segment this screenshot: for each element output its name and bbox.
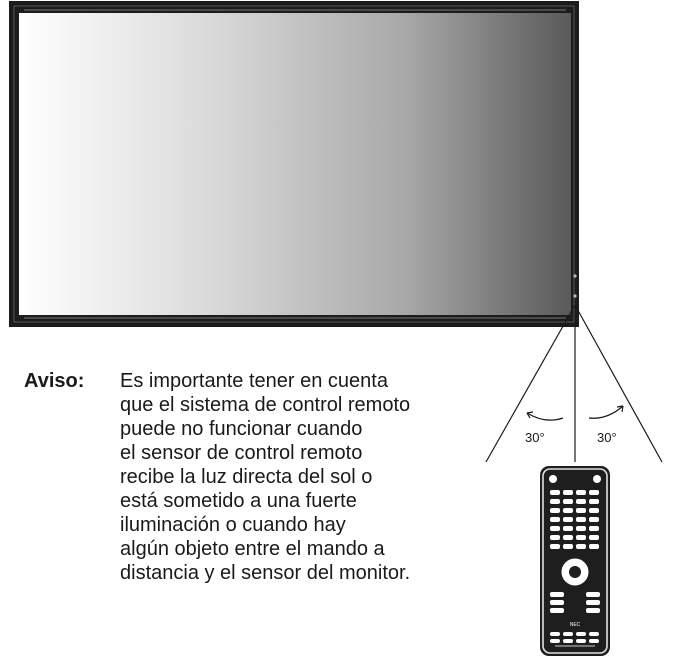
remote-key [589,490,599,495]
remote-standby-button [593,475,601,483]
remote-key [550,490,560,495]
notice-line-6: está sometido a una fuerte [120,490,357,512]
arrowhead-right [616,405,624,413]
remote-key [550,499,560,504]
remote-key [563,632,573,636]
remote-key [589,508,599,513]
remote-key [563,508,573,513]
angle-label-right: 30° [597,430,617,445]
remote-sensor-dot [573,274,577,278]
remote-key [550,526,560,531]
remote-power-button [549,475,557,483]
power-indicator-dot [573,294,577,298]
notice-line-3: puede no funcionar cuando [120,418,363,440]
remote-key [563,499,573,504]
remote-key [576,517,586,522]
remote-key [576,544,586,549]
remote-control: NEC [540,466,610,656]
remote-key [589,499,599,504]
notice-line-8: algún objeto entre el mando a [120,538,385,560]
notice-line-1: Es importante tener en cuenta [120,370,388,392]
angle-label-left: 30° [525,430,545,445]
angle-arc-right [588,405,624,419]
remote-key [550,508,560,513]
remote-key [563,517,573,522]
remote-key [589,544,599,549]
remote-key [576,526,586,531]
remote-key [576,639,586,643]
remote-key [576,535,586,540]
remote-key [563,535,573,540]
remote-key [589,535,599,540]
remote-key [576,632,586,636]
reception-range [485,304,663,463]
remote-brand-logo: NEC [570,622,581,628]
remote-key [586,592,600,597]
monitor-screen [19,13,571,315]
arrowhead-left [526,411,534,419]
remote-key [550,639,560,643]
notice-line-4: el sensor de control remoto [120,442,363,464]
remote-key [589,517,599,522]
range-line-left [485,304,576,463]
remote-key [550,592,564,597]
notice-line-5: recibe la luz directa del sol o [120,466,373,488]
remote-key [586,608,600,613]
monitor-bezel-inner [13,5,575,323]
remote-keypad [550,490,600,643]
remote-face [542,468,608,654]
remote-key [576,490,586,495]
remote-key [563,526,573,531]
remote-key [563,544,573,549]
remote-key [576,508,586,513]
range-line-right [574,304,663,463]
remote-dpad-center [569,566,581,578]
remote-key [550,608,564,613]
notice-label: Aviso: [24,370,85,392]
remote-key [550,544,560,549]
notice-line-2: que el sistema de control remoto [120,394,411,416]
remote-key [563,639,573,643]
angle-arc-left [526,412,564,421]
remote-key [586,600,600,605]
remote-key [550,535,560,540]
remote-key [576,499,586,504]
remote-key [550,632,560,636]
remote-key [550,600,564,605]
remote-key [550,517,560,522]
notice-line-7: iluminación o cuando hay [120,514,346,536]
monitor [9,1,579,327]
remote-key [589,526,599,531]
remote-key [589,639,599,643]
remote-key [589,632,599,636]
remote-key [563,490,573,495]
notice-line-9: distancia y el sensor del monitor. [120,562,411,584]
